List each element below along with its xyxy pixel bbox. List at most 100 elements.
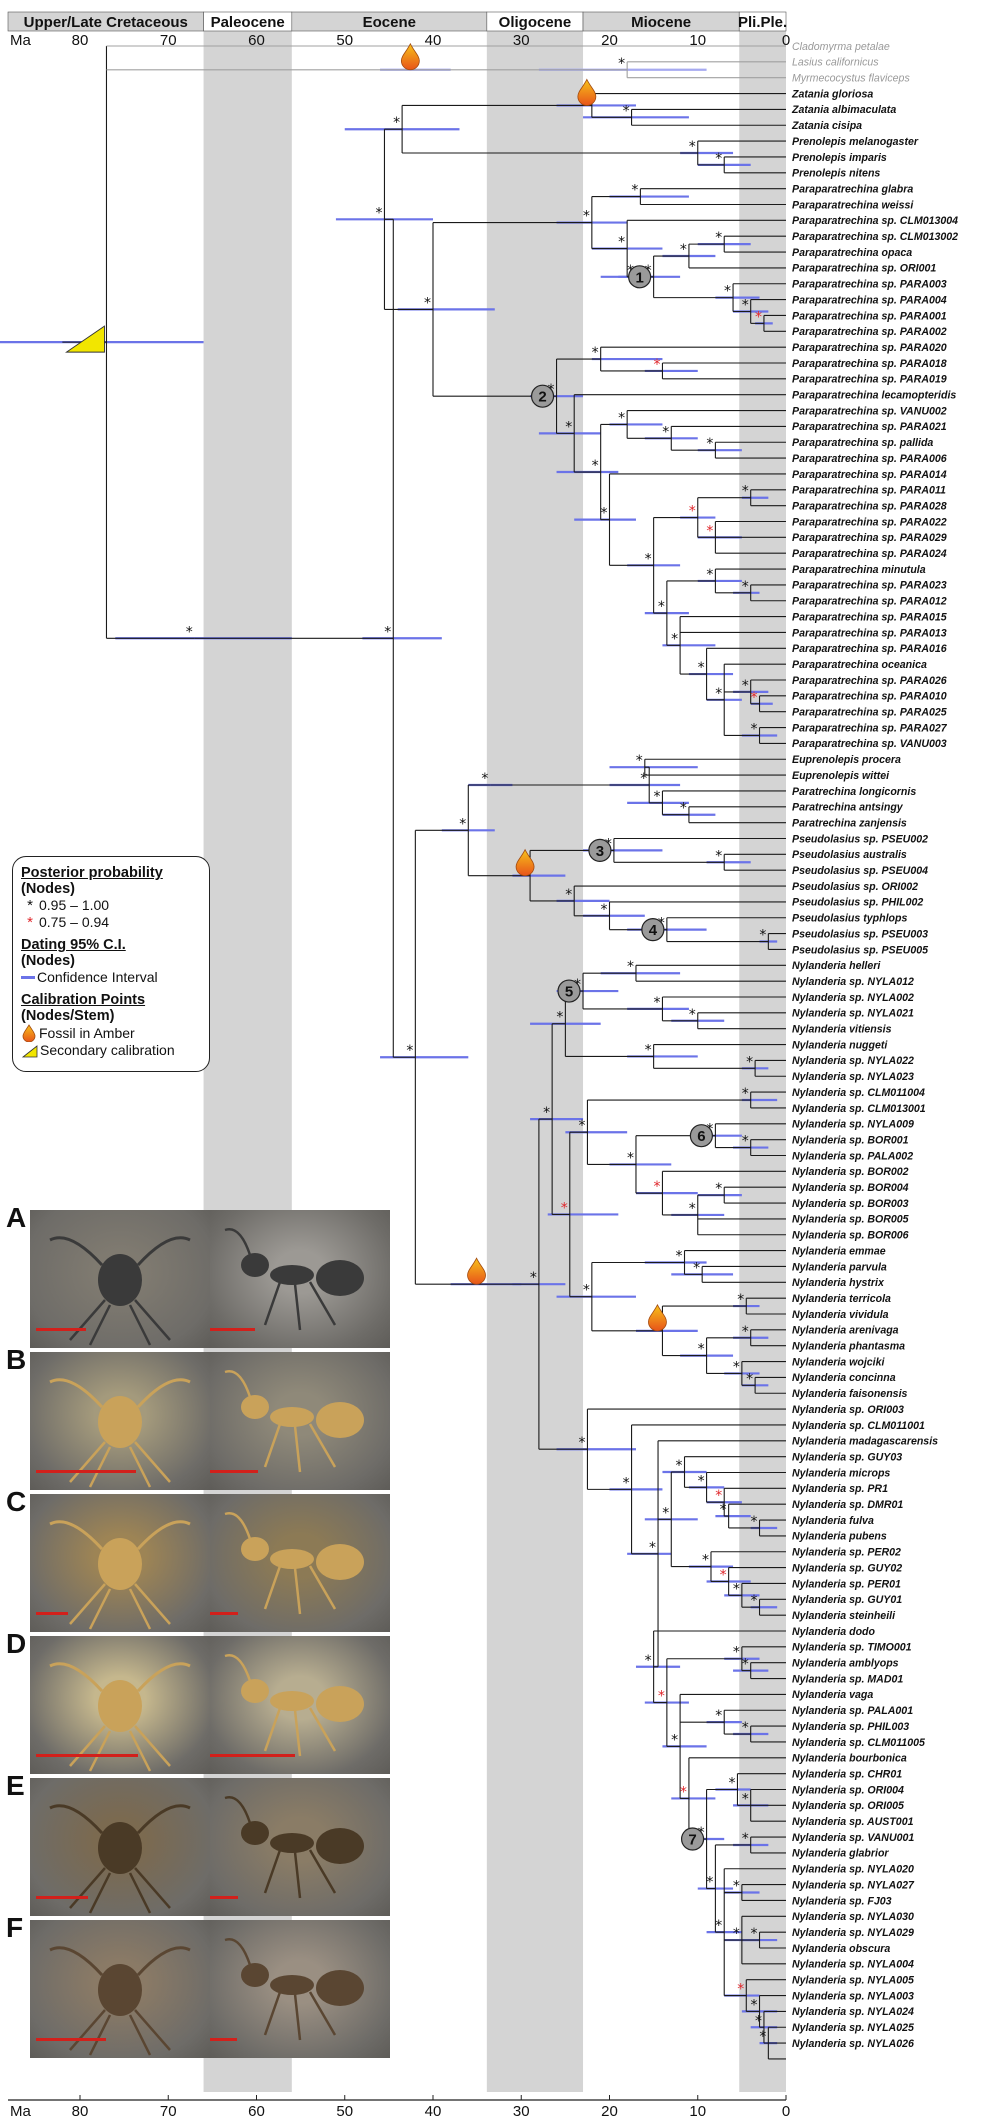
taxon-label: Nylanderia nuggeti bbox=[792, 1039, 888, 1051]
taxon-label: Paraparatrechina sp. PARA012 bbox=[792, 596, 947, 608]
axis-tick-label: 80 bbox=[72, 2103, 89, 2118]
taxon-label: Nylanderia arenivaga bbox=[792, 1325, 899, 1337]
black-star-icon: * bbox=[751, 721, 758, 737]
black-star-icon: * bbox=[706, 1875, 713, 1891]
ant-head bbox=[241, 1253, 269, 1277]
black-star-icon: * bbox=[653, 789, 660, 805]
ant-gaster bbox=[316, 1970, 364, 2006]
taxon-label: Paraparatrechina sp. PARA011 bbox=[792, 485, 946, 497]
taxon-label: Nylanderia sp. NYLA012 bbox=[792, 976, 914, 988]
taxon-label: Euprenolepis wittei bbox=[792, 770, 890, 782]
scale-bar bbox=[210, 1328, 255, 1331]
taxon-label: Nylanderia sp. BOR002 bbox=[792, 1166, 909, 1178]
black-star-icon: * bbox=[583, 209, 590, 225]
taxon-label: Nylanderia glabrior bbox=[792, 1848, 889, 1860]
black-star-icon: * bbox=[565, 887, 572, 903]
ci-bar-icon bbox=[21, 976, 35, 979]
taxon-label: Nylanderia emmae bbox=[792, 1245, 886, 1257]
specimen-photo-head bbox=[30, 1352, 210, 1490]
ant-illustration bbox=[49, 1378, 191, 1488]
taxon-label: Paraparatrechina sp. PARA015 bbox=[792, 611, 948, 623]
legend-dating-title: Dating 95% C.I. bbox=[21, 937, 126, 953]
axis-tick-label: 70 bbox=[160, 32, 177, 49]
scale-bar bbox=[36, 1328, 86, 1331]
axis-tick-label: 10 bbox=[689, 2103, 706, 2118]
taxon-label: Nylanderia sp. PER02 bbox=[792, 1547, 901, 1559]
taxon-label: Nylanderia sp. NYLA030 bbox=[792, 1911, 914, 1923]
red-star-icon: * bbox=[755, 309, 762, 325]
specimen-photo-profile bbox=[210, 1494, 390, 1632]
black-star-icon: * bbox=[662, 1505, 669, 1521]
epoch-label: Miocene bbox=[631, 14, 691, 31]
black-star-icon: * bbox=[751, 1926, 758, 1942]
black-star-icon: * bbox=[556, 1010, 563, 1026]
taxon-label: Paraparatrechina sp. PARA023 bbox=[792, 580, 947, 592]
taxon-label: Paraparatrechina sp. CLM013002 bbox=[792, 231, 958, 243]
legend-pp-high: * 0.95 – 1.00 bbox=[21, 897, 201, 914]
taxon-label: Paraparatrechina sp. PARA027 bbox=[792, 722, 948, 734]
legend-box: Posterior probability (Nodes) * 0.95 – 1… bbox=[12, 856, 210, 1072]
taxon-label: Paraparatrechina sp. PARA024 bbox=[792, 548, 947, 560]
ant-illustration bbox=[49, 1946, 191, 2056]
black-star-icon: * bbox=[742, 678, 749, 694]
axis-tick-label: 30 bbox=[513, 2103, 530, 2118]
taxon-label: Paraparatrechina sp. PARA002 bbox=[792, 326, 947, 338]
axis-tick-label: 80 bbox=[72, 32, 89, 49]
ant-head bbox=[98, 1538, 142, 1590]
taxon-label: Nylanderia vividula bbox=[792, 1309, 889, 1321]
ant-legs bbox=[69, 1441, 171, 1488]
clade-circle bbox=[689, 1124, 714, 1148]
black-star-icon: * bbox=[715, 230, 722, 246]
axis-tick-label: 30 bbox=[513, 32, 530, 49]
taxon-label: Paraparatrechina sp. PARA010 bbox=[792, 691, 947, 703]
taxon-label: Paraparatrechina sp. PARA016 bbox=[792, 643, 947, 655]
black-star-icon: * bbox=[742, 1324, 749, 1340]
black-star-icon: * bbox=[715, 686, 722, 702]
taxon-label: Paratrechina zanjensis bbox=[792, 817, 907, 829]
axis-tick-label: 50 bbox=[336, 2103, 353, 2118]
clade-circle bbox=[588, 838, 612, 862]
axis-tick-label: 40 bbox=[425, 32, 442, 49]
clade-number-label: 1 bbox=[635, 269, 643, 286]
axis-tick-label: 20 bbox=[601, 32, 618, 49]
red-star-icon: * bbox=[720, 1567, 727, 1583]
clade-number-3: 3 bbox=[588, 838, 612, 862]
black-star-icon: * bbox=[742, 579, 749, 595]
red-star-icon: * bbox=[561, 1200, 568, 1216]
black-star-icon: * bbox=[186, 624, 193, 640]
taxon-label: Nylanderia sp. PHIL003 bbox=[792, 1721, 909, 1733]
black-star-icon: * bbox=[698, 660, 705, 676]
black-star-icon: * bbox=[592, 458, 599, 474]
taxon-label: Nylanderia sp. BOR003 bbox=[792, 1198, 909, 1210]
taxon-label: Paraparatrechina sp. PARA001 bbox=[792, 310, 947, 322]
ant-antennae bbox=[49, 1662, 191, 1693]
taxon-label: Nylanderia sp. NYLA021 bbox=[792, 1008, 914, 1020]
axis-unit-label: Ma bbox=[10, 32, 31, 49]
taxon-label: Nylanderia sp. TIMO001 bbox=[792, 1642, 912, 1654]
axis-tick-label: 0 bbox=[782, 2103, 790, 2118]
taxon-label: Paraparatrechina sp. PARA004 bbox=[792, 294, 947, 306]
amber-drop-icon bbox=[515, 848, 535, 877]
black-star-icon: * bbox=[618, 410, 625, 426]
ant-thorax bbox=[270, 1975, 314, 1995]
amber-drop-shape bbox=[577, 78, 597, 106]
legend-ci: Confidence Interval bbox=[21, 969, 201, 986]
taxon-label: Paraparatrechina minutula bbox=[792, 564, 926, 576]
black-star-icon: * bbox=[706, 436, 713, 452]
ant-illustration bbox=[224, 1512, 364, 1615]
ant-legs bbox=[69, 2009, 171, 2056]
black-star-icon: * bbox=[746, 1371, 753, 1387]
black-star-icon: * bbox=[459, 816, 466, 832]
legend-posterior-sub: (Nodes) bbox=[21, 881, 75, 897]
black-star-icon: * bbox=[530, 1270, 537, 1286]
black-star-icon: * bbox=[728, 1776, 735, 1792]
taxon-label: Paratrechina antsingy bbox=[792, 802, 904, 814]
ant-illustration bbox=[49, 1662, 191, 1772]
black-star-icon: * bbox=[733, 1926, 740, 1942]
specimen-photo-head bbox=[30, 1494, 210, 1632]
ant-legs bbox=[69, 1867, 171, 1914]
taxon-label: Nylanderia concinna bbox=[792, 1372, 896, 1384]
black-star-icon: * bbox=[733, 1879, 740, 1895]
clade-number-label: 5 bbox=[565, 984, 573, 1001]
ant-legs bbox=[69, 1583, 171, 1630]
